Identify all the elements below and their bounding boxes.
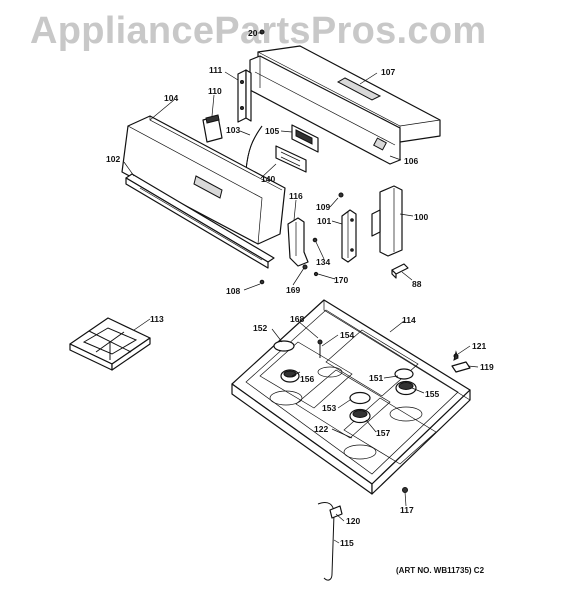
igniters[interactable] — [317, 339, 323, 358]
callout-154: 154 — [340, 330, 354, 340]
callout-140: 140 — [261, 174, 275, 184]
callout-156: 156 — [300, 374, 314, 384]
callout-111: 111 — [209, 65, 223, 75]
callout-117: 117 — [400, 505, 414, 515]
callout-108: 108 — [226, 286, 240, 296]
callout-106: 106 — [404, 156, 418, 166]
part-88-spacer[interactable] — [391, 263, 409, 279]
part-116-handle[interactable] — [287, 217, 309, 267]
callout-120: 120 — [346, 516, 360, 526]
part-110-switch[interactable] — [202, 114, 223, 143]
callout-20: 20 — [248, 28, 258, 38]
callout-153: 153 — [322, 403, 336, 413]
callout-104: 104 — [164, 93, 178, 103]
callout-101: 101 — [317, 216, 331, 226]
callout-114: 114 — [402, 315, 416, 325]
part-119-bracket[interactable] — [451, 350, 471, 373]
callout-110: 110 — [208, 86, 222, 96]
callout-121: 121 — [472, 341, 486, 351]
part-100-side-bracket[interactable] — [371, 185, 403, 257]
callout-88: 88 — [412, 279, 422, 289]
callout-170: 170 — [334, 275, 348, 285]
callout-169: 169 — [286, 285, 300, 295]
callout-157: 157 — [376, 428, 390, 438]
callout-107: 107 — [381, 67, 395, 77]
callout-labels: 20 107 111 110 104 103 105 106 102 140 1… — [106, 28, 494, 548]
callout-116: 116 — [289, 191, 303, 201]
callout-151: 151 — [369, 373, 383, 383]
part-104-control-panel[interactable] — [121, 115, 286, 245]
part-102-trim[interactable] — [125, 173, 275, 269]
callout-102: 102 — [106, 154, 120, 164]
part-115-tube[interactable] — [317, 501, 343, 581]
callout-100: 100 — [414, 212, 428, 222]
burner-caps[interactable] — [273, 340, 414, 405]
burner-heads[interactable] — [280, 369, 417, 424]
part-113-grate[interactable] — [69, 317, 151, 371]
callout-105: 105 — [265, 126, 279, 136]
callout-152: 152 — [253, 323, 267, 333]
callout-109: 109 — [316, 202, 330, 212]
leader-lines — [123, 32, 479, 544]
part-107-backguard-cap[interactable] — [257, 45, 441, 143]
callout-168: 168 — [290, 314, 304, 324]
callout-115: 115 — [340, 538, 354, 548]
part-101-bracket[interactable] — [341, 209, 357, 263]
callout-134: 134 — [316, 257, 330, 267]
watermark: AppliancePartsPros.com — [30, 10, 487, 52]
callout-113: 113 — [150, 314, 164, 324]
callout-122: 122 — [314, 424, 328, 434]
callout-103: 103 — [226, 125, 240, 135]
callout-155: 155 — [425, 389, 439, 399]
part-103-harness[interactable] — [245, 125, 263, 171]
callout-119: 119 — [480, 362, 494, 372]
part-140-overlay[interactable] — [275, 145, 307, 173]
part-111-bracket[interactable] — [237, 69, 252, 123]
art-number: (ART NO. WB11735) C2 — [396, 566, 485, 575]
part-105-control-board[interactable] — [291, 124, 319, 153]
